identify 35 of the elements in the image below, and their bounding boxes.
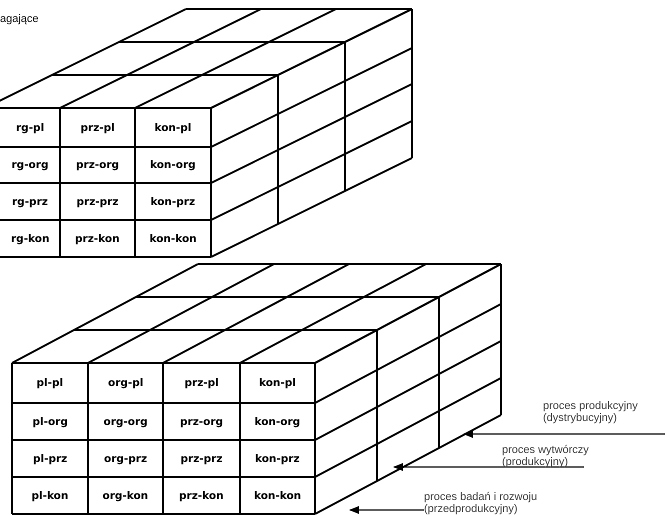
process-label: proces wytwórczy (produkcyjny) <box>502 444 605 467</box>
arrow <box>393 463 584 471</box>
cell-text: rg-pl <box>16 122 44 134</box>
cell-text: pl-org <box>32 416 68 428</box>
cell-text: org-prz <box>104 452 148 464</box>
cell-text: kon-org <box>254 416 300 428</box>
cell-text: kon-kon <box>150 232 197 244</box>
cell-text: pl-kon <box>32 490 68 502</box>
cell-text: org-kon <box>102 490 148 502</box>
cell-text: org-org <box>104 416 148 428</box>
cell-text: rg-prz <box>12 196 48 208</box>
cell-text: kon-kon <box>254 490 302 502</box>
cell-text: prz-kon <box>75 232 120 244</box>
cell-text: rg-kon <box>11 232 50 244</box>
cell-text: prz-prz <box>180 452 222 464</box>
cell-text: kon-pl <box>154 122 192 134</box>
axis-label: agające <box>0 13 39 26</box>
process-label: proces badań i rozwoju (przedprodukcyjny) <box>424 491 572 515</box>
cell-text: prz-org <box>76 159 120 171</box>
cell-text: org-pl <box>108 377 144 389</box>
cell-text: kon-prz <box>150 196 196 208</box>
cell-text: prz-kon <box>179 490 224 502</box>
cell-text: prz-org <box>180 416 224 428</box>
cell-text: kon-prz <box>255 452 300 464</box>
cell-text: kon-org <box>150 159 196 171</box>
process-label: proces produkcyjny (dystrybucyjny) <box>543 399 665 434</box>
cell-text: prz-prz <box>76 196 118 208</box>
cell-text: prz-pl <box>80 122 115 134</box>
cell-text: pl-prz <box>33 452 68 464</box>
cell-text: prz-pl <box>184 377 219 389</box>
arrow <box>463 430 665 438</box>
cell-text: rg-org <box>12 159 48 171</box>
cell-text: pl-pl <box>36 377 64 389</box>
cell-text: kon-pl <box>259 377 296 389</box>
arrow <box>349 506 424 514</box>
